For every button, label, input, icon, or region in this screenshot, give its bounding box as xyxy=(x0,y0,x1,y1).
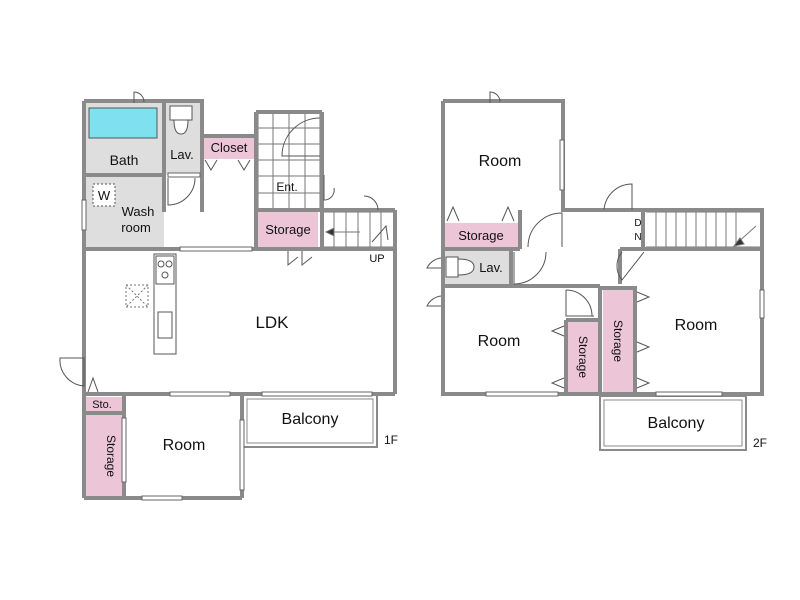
storage-vertical-fill xyxy=(84,414,122,498)
doors-2f xyxy=(426,91,651,389)
room-right-label-2f: Room xyxy=(675,317,718,334)
fixtures-1f xyxy=(92,105,193,355)
stairs-2f xyxy=(646,211,760,248)
room-left-label-2f: Room xyxy=(478,333,521,350)
bathtub xyxy=(88,107,158,139)
washer-label: W xyxy=(98,188,111,203)
floor2-label: 2F xyxy=(753,436,767,450)
storage-label-1f: Storage xyxy=(265,222,311,237)
dn-label-n: N xyxy=(634,232,641,243)
floor2-labels: Room Storage Lav. D N Room Storage Stora… xyxy=(458,153,767,450)
sto-label: Sto. xyxy=(92,399,112,411)
storage-vertical-label: Storage xyxy=(104,435,118,477)
lav-label-2f: Lav. xyxy=(479,260,503,275)
windows-2f xyxy=(485,139,765,397)
storage-small-label-2f: Storage xyxy=(576,336,590,378)
ldk-label: LDK xyxy=(255,313,289,332)
sto-fill xyxy=(84,397,122,412)
wash-room-label-line2: room xyxy=(121,220,151,235)
entrance-label: Ent. xyxy=(276,180,297,194)
storage-top-fill xyxy=(444,223,518,247)
floor1-label: 1F xyxy=(384,433,398,447)
balcony-label-1f: Balcony xyxy=(282,411,339,428)
closet-fill xyxy=(202,136,256,159)
up-label: UP xyxy=(369,253,384,265)
entrance-tiles xyxy=(257,111,321,211)
floor1-walls xyxy=(82,99,397,500)
floor1-labels: Bath Lav. Closet Ent. W Wash room Storag… xyxy=(92,140,398,477)
windows-1f xyxy=(81,172,373,501)
closet-label: Closet xyxy=(211,140,248,155)
fixtures-2f xyxy=(445,256,475,278)
room-top-label-2f: Room xyxy=(479,153,522,170)
floor2-walls xyxy=(441,99,764,396)
storage-tall-fill xyxy=(603,290,633,392)
storage-tall-label-2f: Storage xyxy=(611,320,625,362)
storage-top-label-2f: Storage xyxy=(458,228,504,243)
storage-fill-1f xyxy=(258,212,318,247)
floor2-fills xyxy=(444,223,633,392)
lav-label-1f: Lav. xyxy=(170,147,194,162)
bath-label: Bath xyxy=(110,152,139,168)
storage-small-fill xyxy=(568,322,598,392)
balcony-label-2f: Balcony xyxy=(648,415,705,432)
room-label-1f: Room xyxy=(163,437,206,454)
wash-room-label-line1: Wash xyxy=(122,204,155,219)
dn-label-d: D xyxy=(634,218,641,229)
doors-1f xyxy=(59,91,389,393)
